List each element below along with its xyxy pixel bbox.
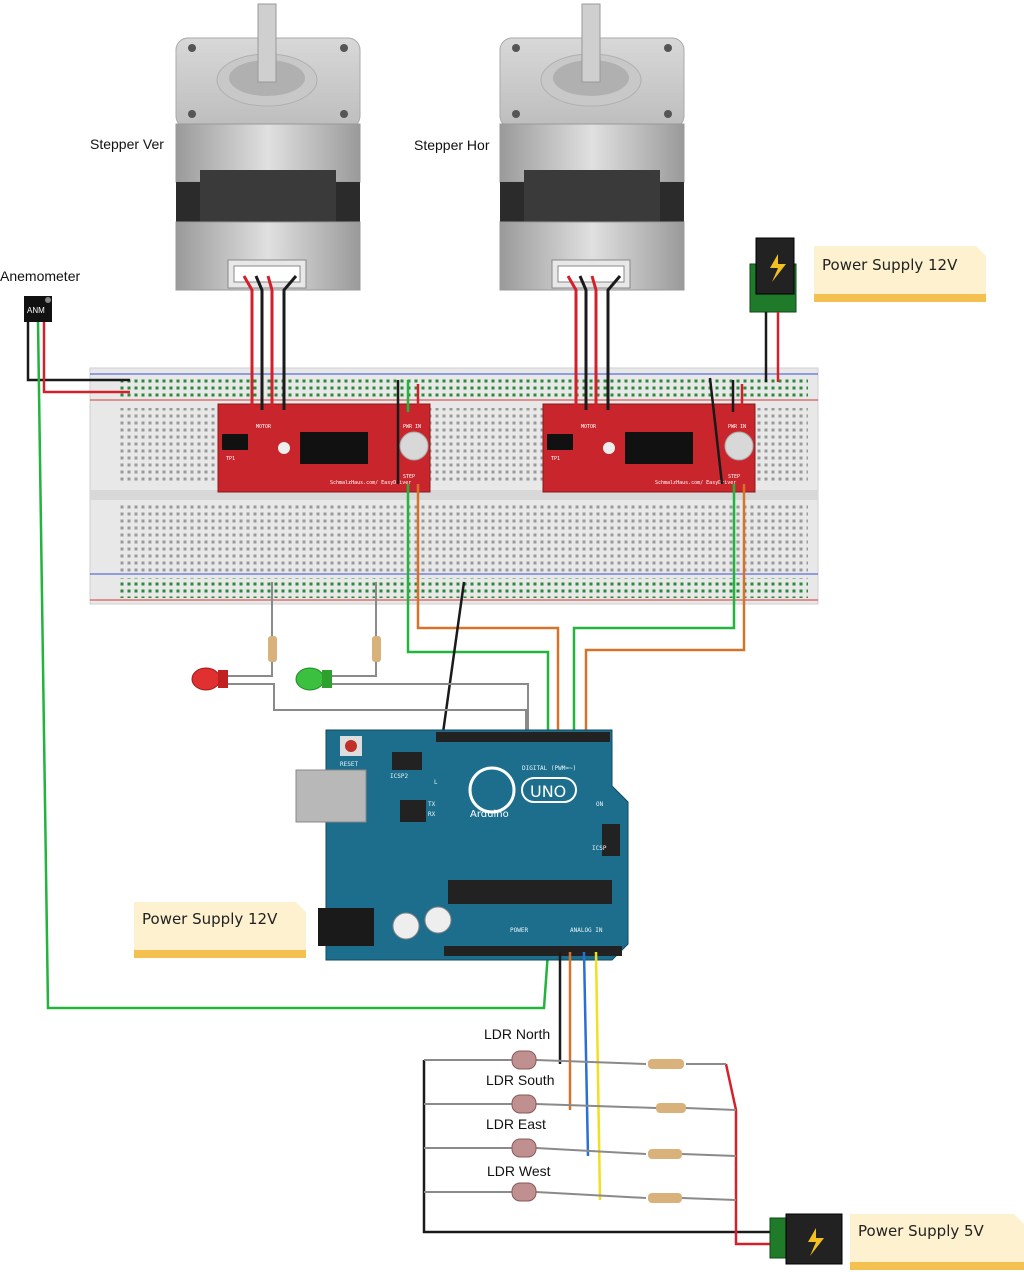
anemometer-label: Anemometer xyxy=(0,268,80,284)
arduino-l-label: L xyxy=(434,779,438,786)
driver-right-step: STEP xyxy=(728,474,740,480)
led-red xyxy=(191,660,527,738)
driver-left-brand: SchmalzHaus.com/ EasyDriver xyxy=(330,480,411,486)
ldr-north-label: LDR North xyxy=(484,1026,550,1042)
arduino-reset-label: RESET xyxy=(340,761,358,768)
anm-chip-label: ANM xyxy=(27,306,45,315)
arduino-digital-label: DIGITAL (PWM=~) xyxy=(522,765,576,772)
arduino-brand: Arduino xyxy=(470,809,509,820)
note-ps12-arduino: Power Supply 12V xyxy=(134,902,306,958)
ldr-wires xyxy=(422,951,770,1246)
driver-right-pwr: PWR IN xyxy=(728,424,746,430)
led-resistors xyxy=(268,582,381,662)
easydriver-right: MOTOR TP1 PWR IN STEP SchmalzHaus.com/ E… xyxy=(542,403,756,493)
arduino-icsp-label: ICSP xyxy=(592,845,607,852)
note-ps5-text: Power Supply 5V xyxy=(858,1222,985,1240)
arduino-power-label: POWER xyxy=(510,927,528,934)
driver-right-motor-label: MOTOR xyxy=(581,424,597,430)
arduino-model: UNO xyxy=(530,782,566,801)
note-ps5: Power Supply 5V xyxy=(850,1214,1024,1270)
driver-right-brand: SchmalzHaus.com/ EasyDriver xyxy=(655,480,736,486)
ldr-south-label: LDR South xyxy=(486,1072,554,1088)
power-jack-5v xyxy=(769,1213,843,1265)
ldr-resistors xyxy=(648,1059,686,1203)
driver-right-tp1: TP1 xyxy=(551,456,560,462)
driver-left-tp1: TP1 xyxy=(226,456,235,462)
power-jack-12v-top xyxy=(749,237,797,382)
driver-left-motor-label: MOTOR xyxy=(256,424,272,430)
stepper-hor-label: Stepper Hor xyxy=(414,137,490,153)
stepper-motor-vertical xyxy=(175,3,361,291)
easydriver-left: MOTOR TP1 PWR IN STEP SchmalzHaus.com/ E… xyxy=(217,403,431,493)
stepper-ver-label: Stepper Ver xyxy=(90,136,164,152)
note-ps12-top-text: Power Supply 12V xyxy=(822,256,958,274)
note-ps12-top: Power Supply 12V xyxy=(814,246,986,302)
stepper-motor-horizontal xyxy=(499,3,685,291)
arduino-tx-label: TX xyxy=(428,801,436,808)
ldr-west-label: LDR West xyxy=(487,1163,551,1179)
driver-left-step: STEP xyxy=(403,474,415,480)
note-ps12-arduino-text: Power Supply 12V xyxy=(142,910,278,928)
arduino-on-label: ON xyxy=(596,801,604,808)
motor-wires xyxy=(242,275,622,410)
arduino-rx-label: RX xyxy=(428,811,436,818)
arduino-icsp2-label: ICSP2 xyxy=(390,773,408,780)
arduino-analog-label: ANALOG IN xyxy=(570,927,603,934)
driver-left-pwr: PWR IN xyxy=(403,424,421,430)
ldr-east-label: LDR East xyxy=(486,1116,546,1132)
driver-wires xyxy=(396,377,746,741)
arduino-uno: Arduino UNO RESET ICSP2 ON L TX RX DIGIT… xyxy=(295,729,629,961)
ldr-sensors xyxy=(511,1050,537,1202)
anemometer: ANM xyxy=(24,296,550,1010)
led-green xyxy=(295,660,529,738)
